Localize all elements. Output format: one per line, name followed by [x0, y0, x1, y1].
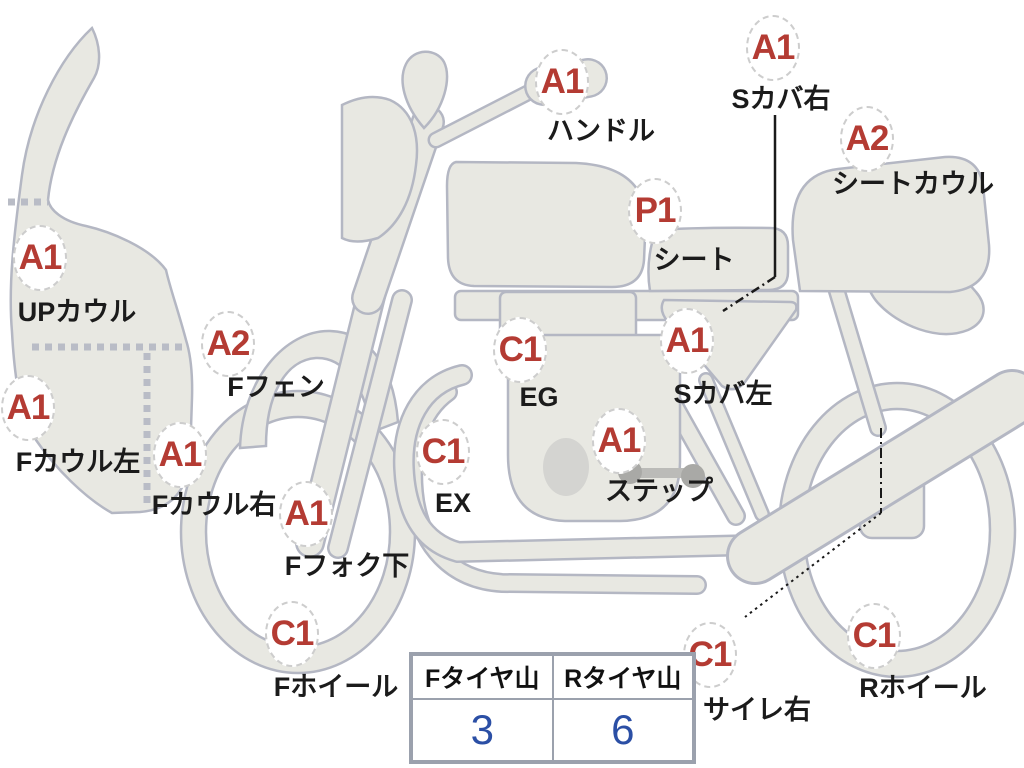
- grade-badge-front-cowl-right: A1: [153, 422, 207, 488]
- part-label-seat: シート: [653, 245, 735, 275]
- grade-badge-front-fork-lower: A1: [279, 481, 333, 547]
- part-label-front-fork-lower: Fフォク下: [284, 551, 410, 581]
- leader-line-silencer-right: [744, 428, 882, 618]
- muffler-shape: [726, 369, 1024, 585]
- grade-badge-handlebar: A1: [535, 49, 589, 115]
- seat-cowl-shape: [791, 155, 991, 294]
- grade-badge-side-cover-left: A1: [660, 308, 714, 374]
- grade-badge-front-fender: A2: [201, 311, 255, 377]
- grade-badge-rear-wheel: C1: [847, 603, 901, 669]
- mirror-shape: [401, 50, 449, 130]
- grade-badge-seat-cowl: A2: [840, 106, 894, 172]
- part-label-exhaust: EX: [434, 488, 472, 518]
- part-label-side-cover-left: Sカバ左: [673, 379, 773, 409]
- tire-tread-value-rear: 6: [552, 699, 693, 761]
- part-label-upper-cowl: UPカウル: [17, 297, 137, 327]
- leader-line-side-cover-right: [722, 115, 777, 313]
- headlight-shape: [340, 95, 419, 243]
- fuel-tank-shape: [445, 160, 648, 289]
- grade-badge-exhaust: C1: [416, 419, 470, 485]
- grade-badge-seat: P1: [628, 178, 682, 244]
- part-label-handlebar: ハンドル: [547, 116, 655, 146]
- grade-badge-step: A1: [592, 408, 646, 474]
- part-label-front-wheel: Fホイール: [273, 672, 399, 702]
- tire-tread-header-rear: Rタイヤ山: [552, 655, 693, 699]
- seat-shape: [647, 226, 790, 293]
- tire-tread-table: Fタイヤ山 Rタイヤ山 3 6: [409, 652, 696, 764]
- grade-badge-side-cover-right: A1: [746, 15, 800, 81]
- cowl-section-dotted-lines: [8, 198, 188, 506]
- part-label-step: ステップ: [605, 476, 713, 506]
- tire-tread-value-front: 3: [412, 699, 553, 761]
- grade-badge-front-cowl-left: A1: [1, 375, 55, 441]
- part-label-silencer-right: サイレ右: [703, 695, 811, 725]
- part-label-engine: EG: [519, 382, 559, 412]
- part-label-front-cowl-right: Fカウル右: [151, 490, 277, 520]
- part-label-front-fender: Fフェン: [227, 372, 325, 402]
- part-label-side-cover-right: Sカバ右: [731, 84, 831, 114]
- tire-tread-header-front: Fタイヤ山: [412, 655, 553, 699]
- exhaust-pipes-shape: [392, 364, 766, 595]
- part-label-rear-wheel: Rホイール: [859, 673, 987, 703]
- grade-badge-engine: C1: [493, 317, 547, 383]
- part-label-front-cowl-left: Fカウル左: [15, 447, 141, 477]
- grade-badge-front-wheel: C1: [265, 601, 319, 667]
- part-label-seat-cowl: シートカウル: [832, 169, 994, 199]
- grade-badge-upper-cowl: A1: [13, 225, 67, 291]
